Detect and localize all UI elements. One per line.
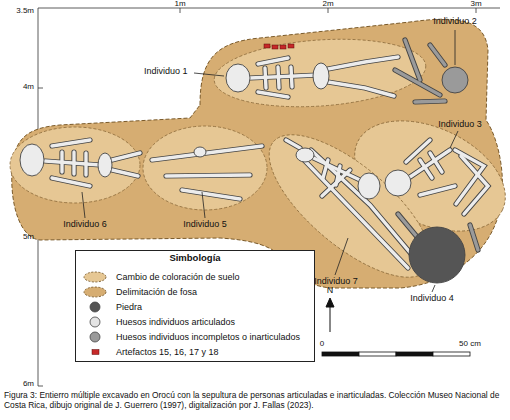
legend-text: Huesos individuos articulados [116,317,235,327]
axis-label: 4m [23,83,34,92]
axis-label: 6m [23,380,34,389]
legend-row: Artefactos 15, 16, 17 y 18 [82,346,219,358]
axis-label: 1m [174,0,185,9]
axis-label: 5m [23,233,34,242]
individual-label: Individuo 4 [410,294,454,304]
scale-label: 0 [320,340,324,349]
legend-swatch-mark [84,272,106,282]
scale-label: 50 cm [459,340,481,349]
axis-label: 3.5m [16,7,34,16]
individual-label: Individuo 2 [433,17,477,27]
legend-title: Simbología [169,253,220,263]
individual-label: Individuo 6 [63,220,107,230]
legend-swatch-mark [84,287,106,297]
legend-swatch-mark [90,302,100,312]
legend-text: Delimitación de fosa [116,287,197,297]
legend-text: Piedra [116,302,142,312]
individual-label: Individuo 7 [314,277,358,287]
individual-label: Individuo 1 [144,67,188,77]
legend-swatch [82,316,108,328]
legend-swatch [82,286,108,298]
individual-label: Individuo 3 [438,120,482,130]
legend-swatch [82,271,108,283]
legend-row: Delimitación de fosa [82,286,197,298]
figure-caption: Figura 3: Entierro múltiple excavado en … [4,391,506,411]
legend-row: Huesos individuos incompletos o inarticu… [82,331,300,343]
legend-swatch-mark [90,332,100,342]
legend-text: Huesos individuos incompletos o inarticu… [116,332,300,342]
legend-swatch [82,331,108,343]
axis-label: 3m [470,0,481,9]
legend-row: Piedra [82,301,142,313]
axis-label: 2m [322,0,333,9]
legend-swatch-mark [90,317,100,327]
legend-swatch [82,301,108,313]
legend-swatch [82,346,108,358]
individual-label: Individuo 5 [183,220,227,230]
legend-box: Cambio de coloración de sueloDelimitació… [75,250,315,362]
legend-swatch-mark [92,350,99,355]
legend-text: Cambio de coloración de suelo [116,272,240,282]
legend-row: Huesos individuos articulados [82,316,235,328]
north-label: N [327,286,334,296]
legend-row: Cambio de coloración de suelo [82,271,240,283]
legend-text: Artefactos 15, 16, 17 y 18 [116,347,219,357]
